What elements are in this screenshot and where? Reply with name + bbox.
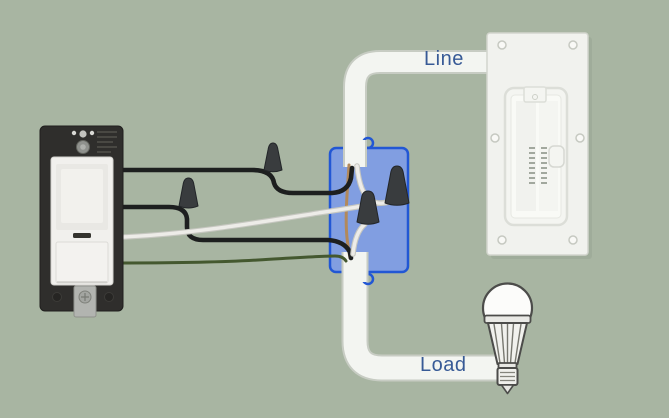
bulb-band — [483, 314, 532, 324]
switch-top-hole — [71, 130, 77, 136]
switch-top-screw-slot — [80, 144, 86, 150]
line-label: Line — [424, 48, 464, 70]
screw-icon — [497, 40, 507, 50]
wire-nut-icon — [356, 190, 380, 225]
strap-screw-cross — [81, 293, 89, 301]
line-conduit — [343, 50, 490, 152]
bulb-tip — [500, 384, 515, 395]
screw-base-threads — [500, 371, 515, 382]
panel-screws — [490, 40, 585, 245]
load-label: Load — [420, 354, 467, 376]
wire-nuts — [178, 142, 410, 225]
screw-icon — [568, 235, 578, 245]
breaker-panel — [486, 32, 592, 259]
panel-notch-hole — [532, 94, 538, 100]
breaker-column-left — [516, 101, 536, 211]
wire-nut-icon — [263, 142, 283, 173]
switch-paddle — [55, 241, 109, 284]
wire-switched-hot-black — [120, 204, 354, 261]
switch-bottom-hole — [52, 292, 62, 302]
led-bulb — [481, 282, 534, 395]
switch-top-hole — [79, 130, 87, 138]
wire-line-hot-black — [120, 165, 355, 196]
wire-nut-icon — [178, 177, 199, 209]
screw-icon — [568, 40, 578, 50]
motion-sensor-lens — [61, 169, 103, 223]
panel-door-handle — [548, 145, 565, 168]
switch-top-hole — [89, 130, 95, 136]
occupancy-sensor-switch — [39, 125, 124, 318]
switch-fine-print — [97, 131, 117, 153]
switch-bottom-hole — [104, 292, 114, 302]
screw-icon — [575, 133, 585, 143]
screw-icon — [497, 235, 507, 245]
indicator-slot — [73, 233, 91, 238]
wire-nut-icon — [384, 165, 410, 206]
load-conduit — [341, 268, 514, 382]
screw-icon — [490, 133, 500, 143]
breaker-switches — [529, 147, 547, 184]
load-conduit-tube — [343, 268, 514, 380]
wire-ground-green — [121, 254, 348, 265]
line-conduit-tube — [345, 52, 490, 152]
wire-load-neutral-white — [351, 222, 367, 256]
heatsink-ribs — [493, 323, 522, 364]
